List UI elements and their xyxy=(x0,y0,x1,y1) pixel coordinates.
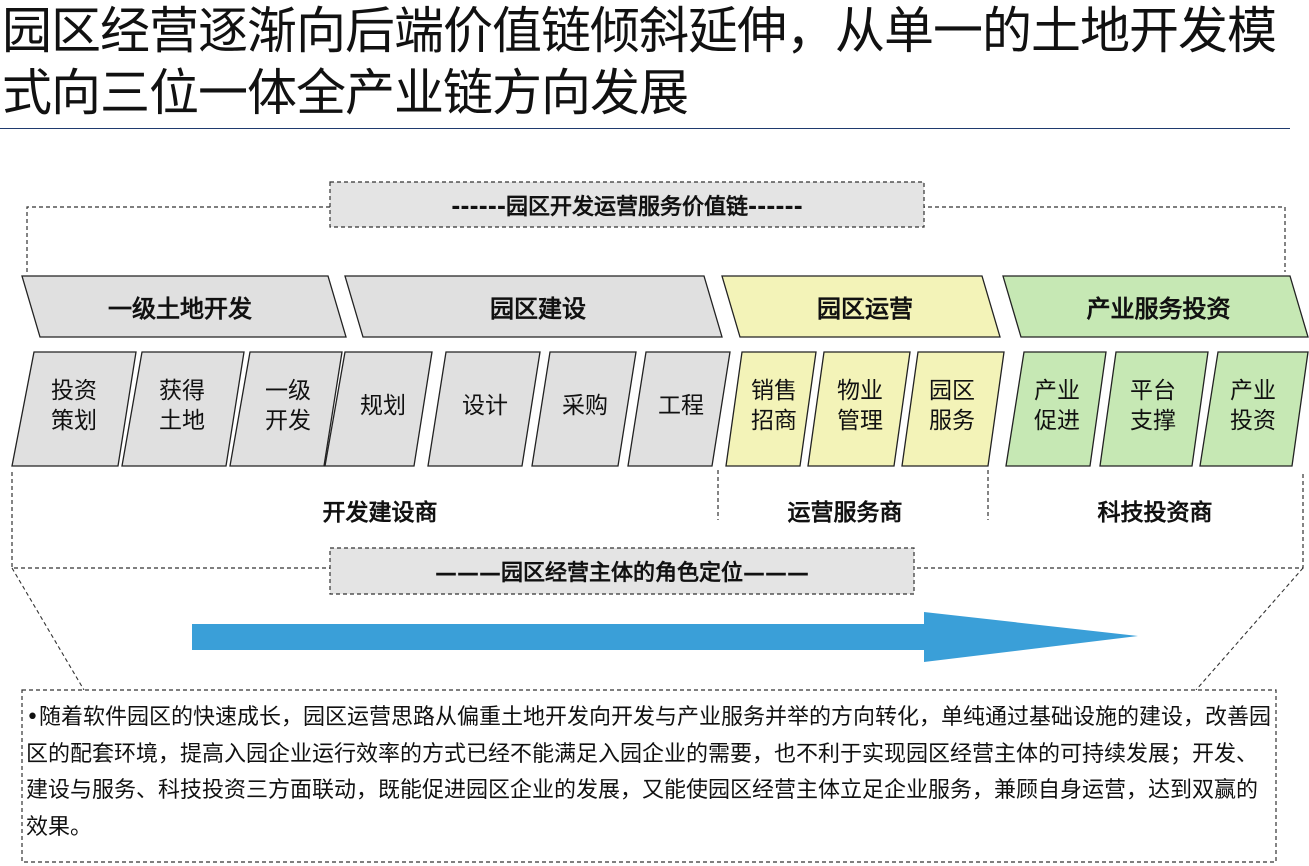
step-shape xyxy=(627,351,731,467)
phase-shape-industry xyxy=(1002,275,1309,338)
phase-shape-operation xyxy=(721,275,1001,338)
step-label: 工程 xyxy=(658,393,704,419)
step-shape xyxy=(427,351,541,467)
bottom-banner-box xyxy=(329,547,915,595)
description-text: •随着软件园区的快速成长，园区运营思路从偏重土地开发向开发与产业服务并举的方向转… xyxy=(26,705,1271,840)
step-label: 一级 开发 xyxy=(265,378,311,434)
progression-arrow xyxy=(192,612,1138,662)
page-title: 园区经营逐渐向后端价值链倾斜延伸，从单一的土地开发模式向三位一体全产业链方向发展 xyxy=(2,2,1277,122)
step-shape xyxy=(725,351,817,467)
step-shape xyxy=(229,351,343,467)
step-shape xyxy=(324,351,433,467)
step-label: 平台 支撑 xyxy=(1130,378,1176,434)
step-shape xyxy=(1005,351,1107,467)
role-label-developer: 开发建设商 xyxy=(322,500,438,526)
role-label-investor: 科技投资商 xyxy=(1097,500,1213,526)
bottom-bracket xyxy=(11,472,1304,569)
role-positioning-banner: ———园区经营主体的角色定位——— xyxy=(434,561,809,586)
description-box xyxy=(21,689,1277,863)
title-divider xyxy=(0,128,1290,129)
step-label: 获得 土地 xyxy=(159,378,205,434)
step-shape xyxy=(11,351,137,467)
step-shape xyxy=(531,351,637,467)
phase-label-industry-investment: 产业服务投资 xyxy=(1086,295,1231,323)
step-label: 产业 投资 xyxy=(1230,378,1276,434)
step-label: 物业 管理 xyxy=(837,378,883,434)
step-label: 产业 促进 xyxy=(1034,378,1080,434)
top-banner-box xyxy=(329,181,925,228)
phase-label-land-development: 一级土地开发 xyxy=(108,295,252,323)
step-shape xyxy=(1099,351,1209,467)
perspective-line-left xyxy=(11,567,85,691)
step-label: 规划 xyxy=(360,393,406,419)
role-label-operator: 运营服务商 xyxy=(787,500,903,526)
phase-shape-construction xyxy=(344,275,723,338)
step-label: 采购 xyxy=(562,393,608,419)
step-shape xyxy=(901,351,1005,467)
step-shape xyxy=(807,351,911,467)
phase-label-park-construction: 园区建设 xyxy=(490,295,586,323)
perspective-line-right xyxy=(1195,567,1304,691)
step-label: 园区 服务 xyxy=(929,378,975,434)
phase-shape-land xyxy=(21,275,347,338)
step-label: 销售 招商 xyxy=(751,378,797,434)
step-label: 设计 xyxy=(462,393,508,419)
step-label: 投资 策划 xyxy=(51,378,97,434)
value-chain-banner: ------园区开发运营服务价值链------ xyxy=(451,194,803,220)
phase-label-park-operation: 园区运营 xyxy=(817,295,913,323)
step-shape xyxy=(1199,351,1309,467)
step-shape xyxy=(121,351,245,467)
